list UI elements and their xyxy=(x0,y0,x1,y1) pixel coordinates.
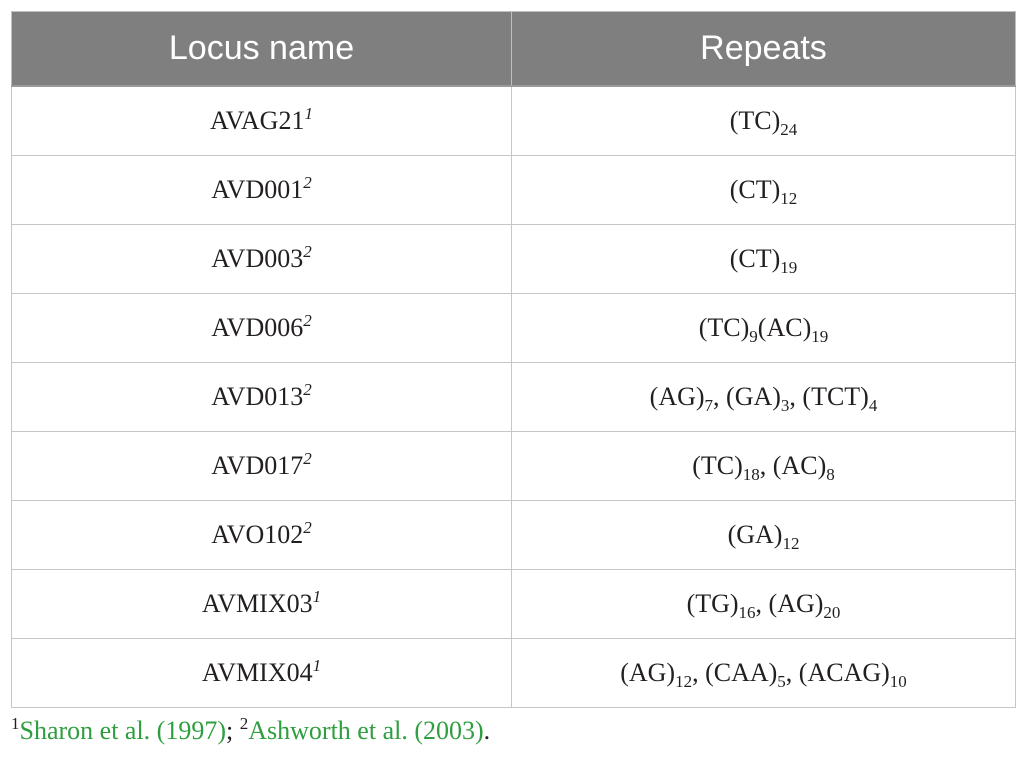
locus-name-cell: AVD0132 xyxy=(11,362,512,432)
footnote-punctuation: . xyxy=(483,716,491,745)
header-locus-name: Locus name xyxy=(11,11,512,87)
repeat-count: 4 xyxy=(868,396,878,415)
footnote-marker: 2 xyxy=(239,714,249,733)
table-row: AVD0012(CT)12 xyxy=(11,155,1016,225)
repeat-count: 12 xyxy=(675,672,693,691)
repeat-count: 12 xyxy=(780,189,798,208)
table-row: AVD0032(CT)19 xyxy=(11,224,1016,294)
repeats-cell: (CT)12 xyxy=(511,155,1016,225)
repeat-motif: (GA) xyxy=(727,520,783,549)
locus-name-cell: AVD0062 xyxy=(11,293,512,363)
locus-name: AVD017 xyxy=(211,451,304,480)
repeat-count: 8 xyxy=(826,465,835,484)
repeat-count: 19 xyxy=(811,327,829,346)
repeat-motif: (TC) xyxy=(729,106,781,135)
table-footnote: 1Sharon et al. (1997); 2Ashworth et al. … xyxy=(11,714,491,746)
locus-name: AVMIX03 xyxy=(201,589,313,618)
locus-reference-marker: 2 xyxy=(303,518,312,537)
locus-name-cell: AVD0032 xyxy=(11,224,512,294)
locus-name-cell: AVO1022 xyxy=(11,500,512,570)
locus-name-cell: AVMIX041 xyxy=(11,638,512,708)
repeat-count: 7 xyxy=(704,396,714,415)
locus-reference-marker: 1 xyxy=(312,587,322,606)
repeat-motif: (ACAG) xyxy=(798,658,890,687)
repeat-separator: , xyxy=(759,451,773,480)
locus-name: AVO102 xyxy=(211,520,304,549)
repeat-motif: (AG) xyxy=(649,382,705,411)
locus-name-cell: AVD0172 xyxy=(11,431,512,501)
repeat-count: 5 xyxy=(777,672,786,691)
locus-name-cell: AVD0012 xyxy=(11,155,512,225)
locus-reference-marker: 2 xyxy=(303,449,312,468)
repeats-cell: (TC)24 xyxy=(511,85,1016,156)
locus-reference-marker: 1 xyxy=(312,656,322,675)
repeat-count: 3 xyxy=(780,396,790,415)
repeat-separator: , xyxy=(785,658,799,687)
repeat-motif: (GA) xyxy=(726,382,781,411)
repeats-cell: (TG)16, (AG)20 xyxy=(511,569,1016,639)
repeat-motif: (TCT) xyxy=(802,382,869,411)
repeat-separator: , xyxy=(789,382,803,411)
reference-link[interactable]: Sharon et al. (1997) xyxy=(19,716,227,745)
repeat-count: 20 xyxy=(823,603,841,622)
repeats-cell: (AG)12, (CAA)5, (ACAG)10 xyxy=(511,638,1016,708)
table-row: AVD0062(TC)9(AC)19 xyxy=(11,293,1016,363)
repeat-motif: (AG) xyxy=(768,589,824,618)
repeats-cell: (GA)12 xyxy=(511,500,1016,570)
footnote-marker: 1 xyxy=(11,714,20,733)
table-row: AVD0132(AG)7, (GA)3, (TCT)4 xyxy=(11,362,1016,432)
repeat-motif: (TG) xyxy=(686,589,739,618)
locus-reference-marker: 2 xyxy=(303,311,312,330)
locus-name: AVD001 xyxy=(211,175,304,204)
locus-reference-marker: 2 xyxy=(303,173,312,192)
table-row: AVD0172(TC)18, (AC)8 xyxy=(11,431,1016,501)
locus-reference-marker: 1 xyxy=(304,104,313,123)
repeat-count: 16 xyxy=(738,603,756,622)
reference-link[interactable]: Ashworth et al. (2003) xyxy=(248,716,484,745)
repeat-motif: (TC) xyxy=(692,451,743,480)
repeat-count: 10 xyxy=(889,672,907,691)
locus-name-cell: AVAG211 xyxy=(11,85,512,156)
header-repeats: Repeats xyxy=(511,11,1016,87)
table-row: AVMIX031(TG)16, (AG)20 xyxy=(11,569,1016,639)
repeat-count: 9 xyxy=(749,327,758,346)
repeat-motif: (AG) xyxy=(620,658,676,687)
locus-reference-marker: 2 xyxy=(303,380,312,399)
repeat-count: 24 xyxy=(780,120,798,139)
repeats-cell: (CT)19 xyxy=(511,224,1016,294)
repeat-separator: , xyxy=(755,589,769,618)
repeat-motif: (CT) xyxy=(729,175,781,204)
repeat-motif: (TC) xyxy=(698,313,750,342)
repeats-cell: (TC)18, (AC)8 xyxy=(511,431,1016,501)
locus-name-cell: AVMIX031 xyxy=(11,569,512,639)
locus-name: AVD003 xyxy=(211,244,304,273)
repeat-separator: , xyxy=(692,658,706,687)
table-row: AVO1022(GA)12 xyxy=(11,500,1016,570)
locus-name: AVMIX04 xyxy=(201,658,313,687)
locus-name: AVD013 xyxy=(211,382,304,411)
footnote-punctuation: ; xyxy=(226,716,240,745)
table-row: AVMIX041(AG)12, (CAA)5, (ACAG)10 xyxy=(11,638,1016,708)
repeat-count: 19 xyxy=(780,258,798,277)
locus-name: AVAG21 xyxy=(210,106,305,135)
repeat-motif: (AC) xyxy=(772,451,827,480)
repeat-motif: (CT) xyxy=(729,244,781,273)
locus-name: AVD006 xyxy=(211,313,304,342)
repeat-separator: , xyxy=(713,382,727,411)
repeats-cell: (AG)7, (GA)3, (TCT)4 xyxy=(511,362,1016,432)
repeat-motif: (AC) xyxy=(757,313,812,342)
repeat-count: 12 xyxy=(782,534,800,553)
repeat-motif: (CAA) xyxy=(705,658,778,687)
repeat-count: 18 xyxy=(742,465,760,484)
table-header-row: Locus name Repeats xyxy=(11,11,1016,87)
table-row: AVAG211(TC)24 xyxy=(11,85,1016,156)
locus-reference-marker: 2 xyxy=(303,242,312,261)
repeats-cell: (TC)9(AC)19 xyxy=(511,293,1016,363)
